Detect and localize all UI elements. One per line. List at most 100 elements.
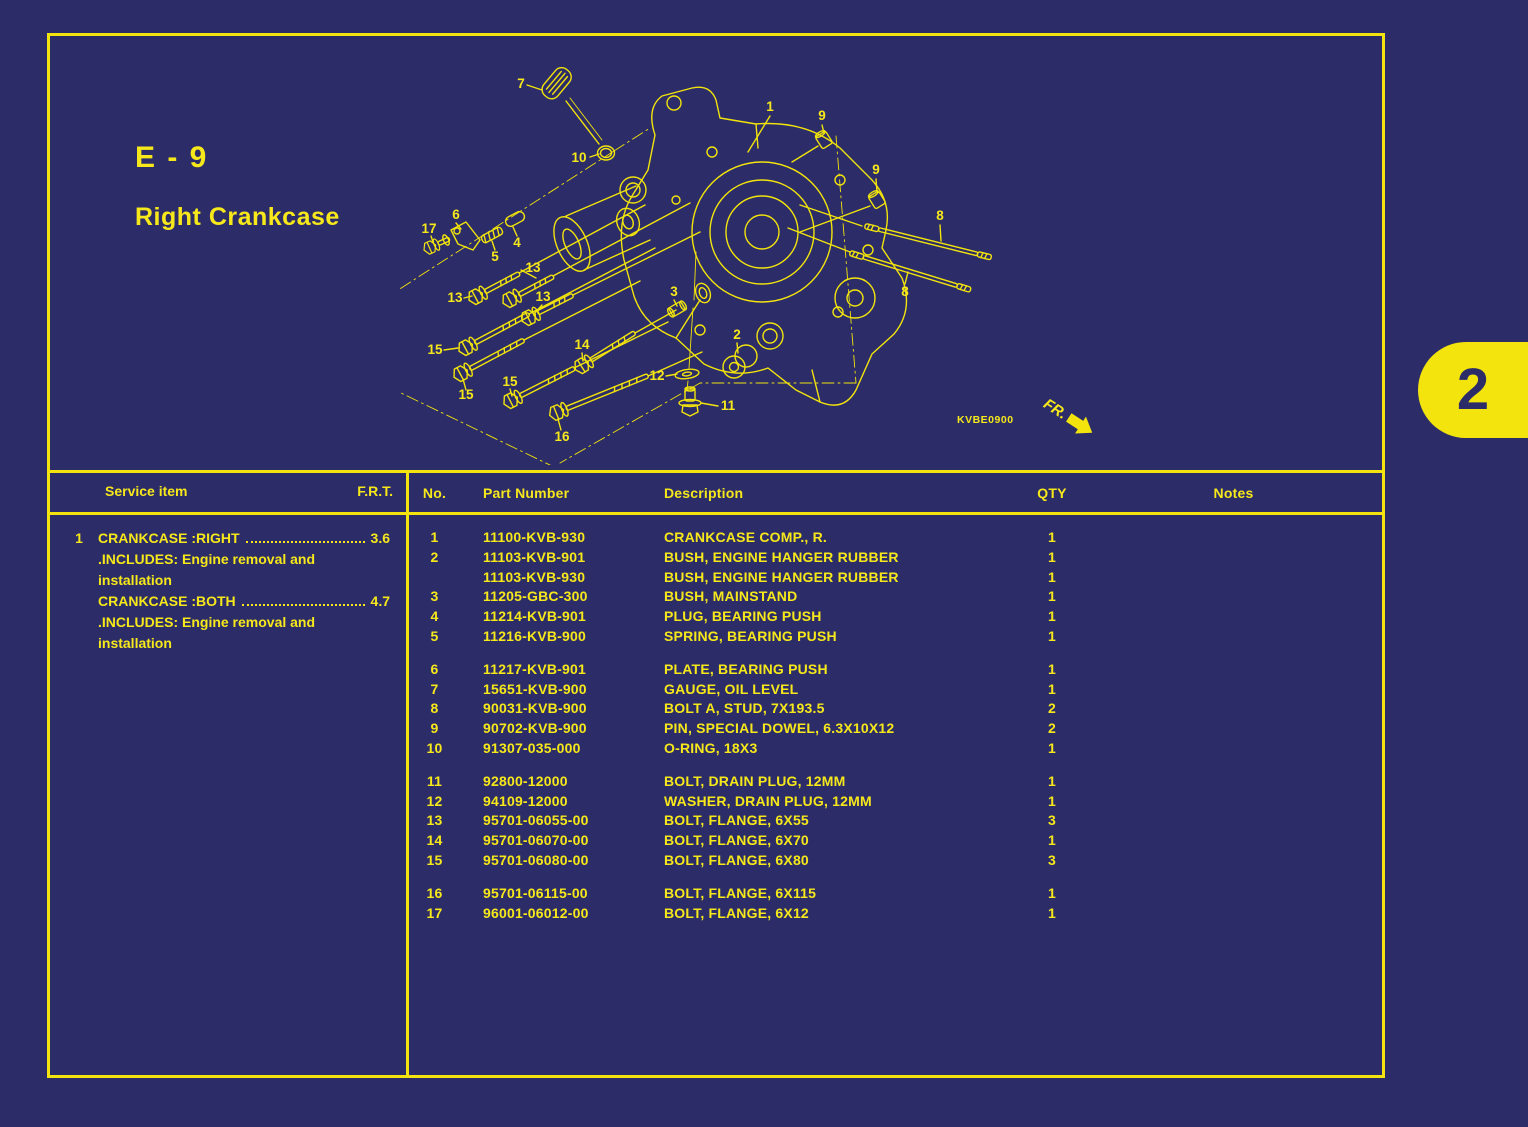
part-notes [1082,548,1385,568]
part-no: 8 [430,700,439,717]
part-number: 11103-KVB-930 [483,568,586,585]
part-no: 13 [426,812,443,829]
part-notes [1082,528,1385,548]
dot-leader [241,604,365,606]
part-qty: 3 [1048,851,1056,868]
part-number: 11103-KVB-901 [483,548,586,565]
part-no: 5 [430,627,439,644]
callout-3: 3 [670,284,678,299]
callout-9: 9 [818,108,826,123]
col-description: Description [664,485,744,501]
part-notes [1082,811,1385,831]
part-description: SPRING, BEARING PUSH [664,627,837,644]
part-no: 16 [426,884,443,901]
part-qty: 1 [1048,548,1056,565]
part-description: PLATE, BEARING PUSH [664,660,828,677]
part-no: 3 [430,588,439,605]
part-no: 6 [430,660,439,677]
part-no: 15 [426,851,443,868]
part-no: 9 [430,720,439,737]
service-text: installation [98,635,172,651]
part-number: 95701-06080-00 [483,851,589,868]
part-description: BOLT, FLANGE, 6X12 [664,904,809,921]
part-description: GAUGE, OIL LEVEL [664,680,799,697]
part-no: 10 [426,739,443,756]
part-dowel-pin [867,189,886,210]
diagram-code: KVBE0900 [957,414,1014,426]
col-part-number: Part Number [483,485,570,501]
part-bearing-push-plug [504,210,526,228]
service-text: .INCLUDES: Engine removal and [98,551,316,567]
part-no: 2 [430,548,439,565]
col-no: No. [422,485,447,501]
part-description: WASHER, DRAIN PLUG, 12MM [664,792,872,809]
part-qty: 2 [1048,720,1056,737]
parts-table-header: No. Part Number Description QTY Notes [407,483,1385,503]
part-no: 11 [426,772,443,789]
part-number: 11217-KVB-901 [483,660,586,677]
service-text: .INCLUDES: Engine removal and [98,614,316,630]
part-description: O-RING, 18X3 [664,739,758,756]
service-item-header: Service item [105,483,188,499]
part-flange-bolt-6x80 [456,308,533,358]
callout-15: 15 [458,387,474,402]
callout-14: 14 [574,337,590,352]
part-qty: 1 [1048,904,1056,921]
callout-13: 13 [535,289,551,304]
part-description: BOLT, FLANGE, 6X55 [664,812,809,829]
callout-4: 4 [513,235,521,250]
part-qty: 1 [1048,739,1056,756]
callout-12: 12 [649,368,664,383]
part-qty: 1 [1048,588,1056,605]
part-notes [1082,607,1385,627]
leader-lines [430,84,942,431]
part-stud-bolt [864,223,993,261]
callout-5: 5 [491,249,499,264]
front-direction-marker: FR. [1040,395,1093,434]
service-line: CRANKCASE :RIGHT 3.6 [98,528,390,549]
part-drain-washer [674,368,700,380]
part-qty: 1 [1048,660,1056,677]
part-qty: 2 [1048,700,1056,717]
table-row: 6 11217-KVB-901 PLATE, BEARING PUSH 1 [407,660,1385,680]
part-qty: 1 [1048,884,1056,901]
callout-8: 8 [936,208,944,223]
part-number: 96001-06012-00 [483,904,589,921]
part-description: PLUG, BEARING PUSH [664,608,822,625]
part-description: CRANKCASE COMP., R. [664,529,828,545]
part-mainstand-bush [666,300,688,318]
part-stud-bolt [849,250,972,293]
part-notes [1082,719,1385,739]
part-o-ring [596,145,616,161]
table-header-rule [47,512,1385,515]
part-qty: 1 [1048,772,1056,789]
part-notes [1082,831,1385,851]
table-top-rule [47,470,1385,473]
callout-17: 17 [421,221,436,236]
part-washer-small [442,234,450,246]
service-line: .INCLUDES: Engine removal and [98,549,390,570]
part-notes [1082,884,1385,904]
part-description: BOLT, FLANGE, 6X70 [664,832,809,849]
part-no: 4 [430,608,439,625]
part-qty: 1 [1048,568,1056,585]
callout-8: 8 [901,284,909,299]
page-number-tab[interactable]: 2 [1418,342,1528,438]
part-qty: 3 [1048,812,1056,829]
table-row: 17 96001-06012-00 BOLT, FLANGE, 6X12 1 [407,904,1385,924]
part-no: 17 [426,904,443,921]
part-notes [1082,772,1385,792]
frt-value: 3.6 [370,530,390,546]
part-no: 12 [426,792,443,809]
part-qty: 1 [1048,832,1056,849]
part-description: BUSH, ENGINE HANGER RUBBER [664,568,899,585]
